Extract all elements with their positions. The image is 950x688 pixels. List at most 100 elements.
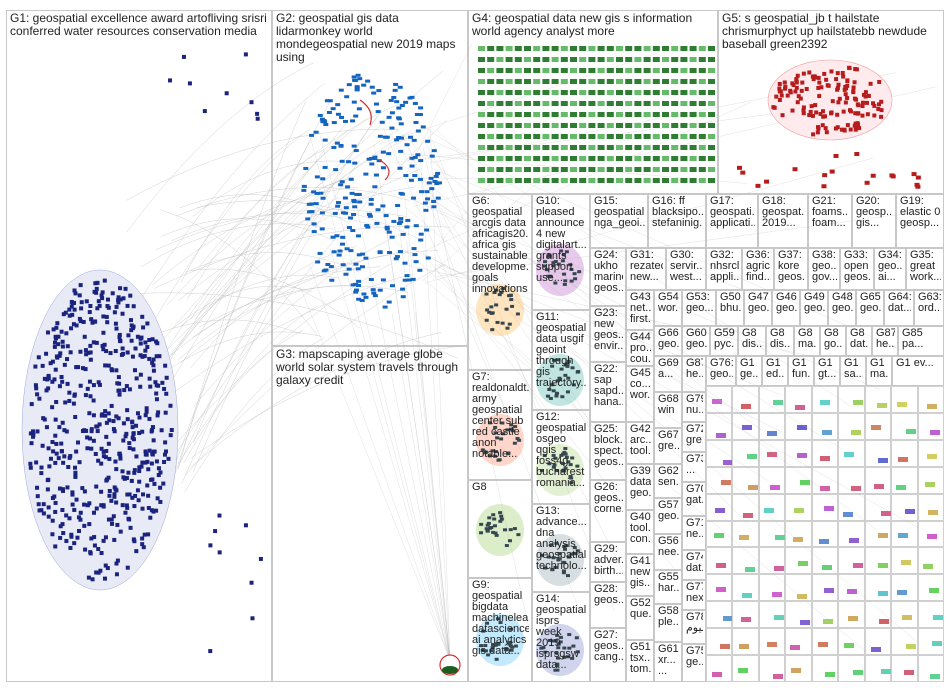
node-g5 [794,80,799,85]
node-g1 [44,388,49,393]
cluster-hull [536,624,584,676]
group-label-g3: G3: mapscaping average globe world solar… [276,348,459,387]
node-g1 [64,538,69,543]
node-g1 [156,466,161,471]
node-g5 [772,105,777,110]
node-g5 [847,65,852,70]
node-g4 [533,145,541,150]
node-g4 [643,178,651,183]
node-g4 [588,167,596,172]
node [509,627,514,631]
node-g4 [524,156,531,161]
node-g1 [100,296,105,301]
node-g5 [841,109,846,114]
tiny-group-box [732,655,759,682]
node-g2 [425,139,431,143]
node [493,531,498,535]
tiny-group-node [722,615,733,621]
tiny-group-node [715,586,726,592]
node-g1 [129,478,134,483]
node-g4 [524,90,531,95]
node-g2 [384,227,390,231]
group-label-g38: G38: geo... gov... [812,250,837,283]
node-g5 [795,73,800,78]
node-g2 [352,205,358,209]
edge-line [190,332,442,468]
node-g1 [146,532,151,537]
group-label-g56: G56: nee... [658,536,679,558]
node-g1 [145,483,150,488]
group-box-g39: G39: data geo... [626,464,654,510]
tiny-group-box [706,655,733,682]
node [502,528,507,532]
node-g1 [85,386,90,391]
group-box-g56: G56: nee... [654,534,682,570]
node-g4 [542,101,550,106]
group-box-g29: G29: adver... birth... [590,542,626,582]
node-g4 [579,112,587,117]
node-g4 [698,101,706,106]
node-g2 [386,230,392,234]
node-g5 [788,88,793,93]
node-g1 [131,431,136,436]
node-g4 [551,145,559,150]
node-g2 [396,135,402,139]
node-g1 [77,316,82,321]
tiny-group-node [877,403,888,409]
node-g2 [301,188,307,192]
node-g1 [82,334,87,339]
group-label-g20: G20: geosp... gis... [856,196,893,229]
node-g1 [54,325,59,330]
node-g1 [72,392,77,397]
group-label-g46: G46: geo... [776,292,797,314]
node-g5 [847,108,852,113]
node-g4 [708,167,715,172]
node [555,668,560,672]
node-g1 [116,375,121,380]
node-g4 [671,167,679,172]
node-g1 [143,348,148,353]
node-g5 [836,100,841,105]
node-g1 [83,393,88,398]
tiny-group-node [878,591,889,597]
node-g4 [496,145,504,150]
node-g1 [74,365,79,370]
node-g1 [111,419,116,424]
node-g1 [83,547,88,552]
node-g1 [92,535,97,540]
tiny-group-node [774,565,785,571]
node-g1 [81,366,86,371]
tiny-group-box [758,601,786,629]
node-g4 [662,68,669,73]
edge-line [177,100,307,470]
edge-line [156,331,323,379]
node [565,574,570,578]
group-label-g49: G49: geo... [804,292,825,314]
node-g1 [104,434,109,439]
node-g2 [363,256,369,260]
tiny-group-node [847,588,858,594]
node [517,438,522,442]
node [575,464,580,468]
node-g1 [100,290,105,295]
node-g1 [152,449,157,454]
group-label-g4: G4: geospatial data new gis s informatio… [472,12,693,38]
node-g2 [350,229,356,233]
node [548,396,553,400]
node-g1 [141,492,146,497]
node [554,651,559,655]
node-g1 [93,319,98,324]
node-g1 [85,446,90,451]
node-g2 [338,183,344,187]
node-g4 [606,90,614,95]
node-g1 [243,523,248,528]
node-g1 [105,297,110,302]
node-g5 [848,127,853,132]
node-g1 [79,306,84,311]
node-g1 [132,470,137,475]
node-g4 [625,145,633,150]
node-g4 [689,123,697,128]
tiny-group-node [791,667,802,673]
node-g2 [431,149,437,153]
edge-line [180,250,410,364]
